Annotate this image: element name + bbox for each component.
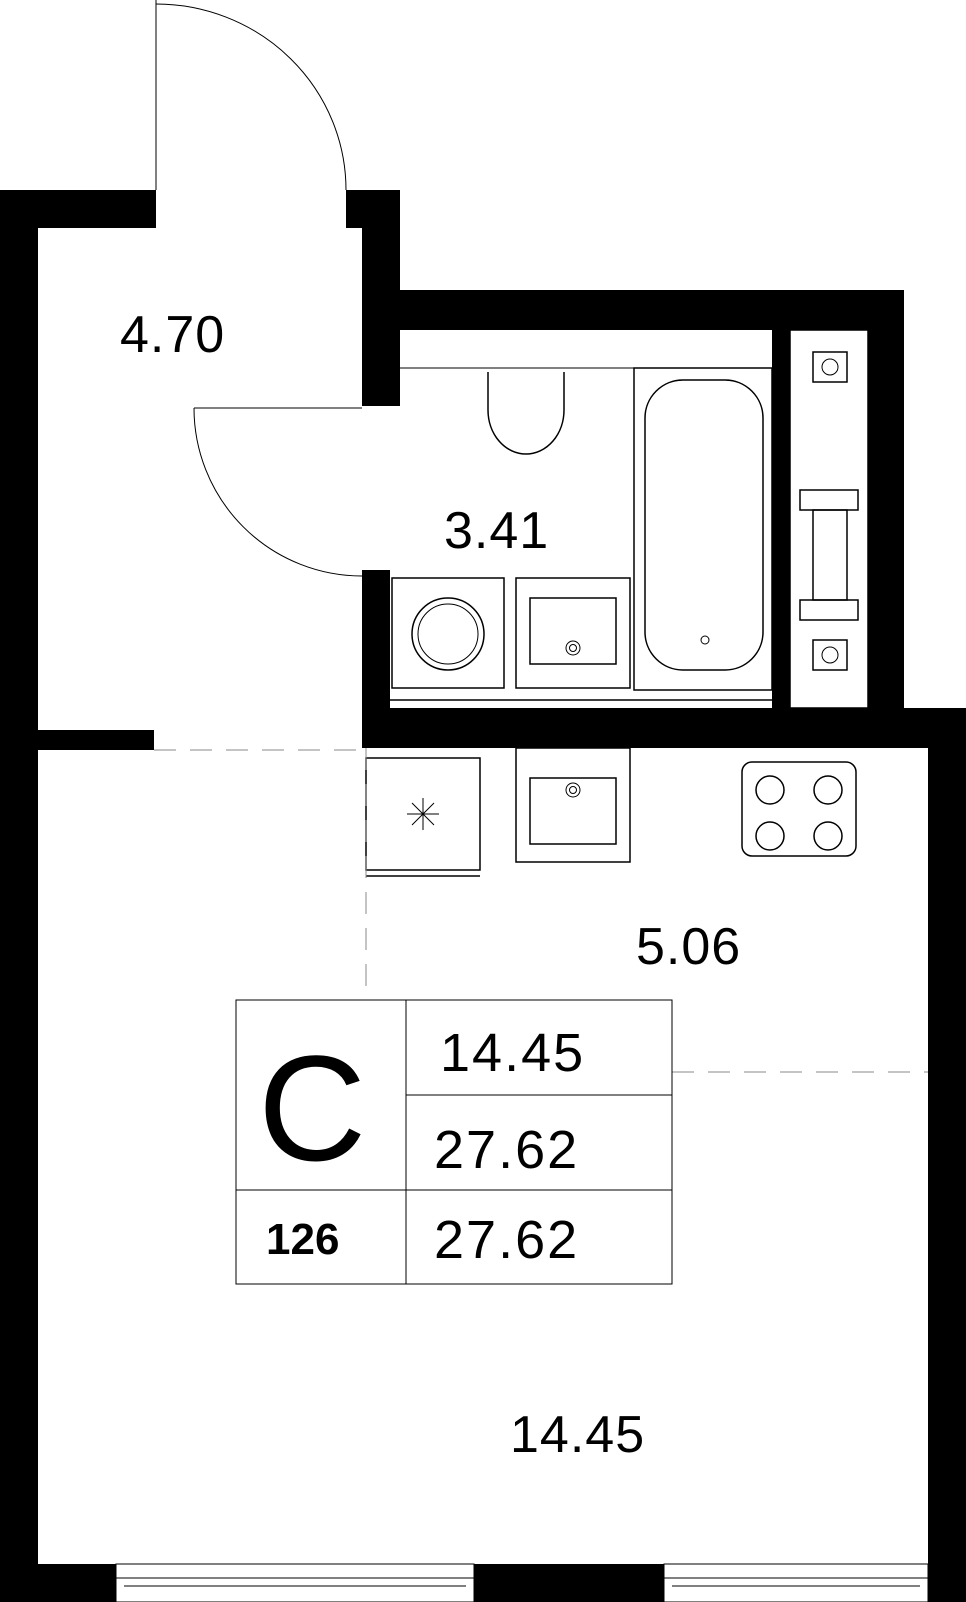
apartment-area-with-balcony: 27.62 [434,1210,579,1270]
apartment-info-block: С 14.45 27.62 126 27.62 [235,999,673,1285]
entrance-door [155,0,347,191]
kitchen-fixtures [365,747,857,877]
bathroom-area-label: 3.41 [444,502,549,560]
washing-machine-icon [391,577,505,689]
zone-dividers [154,748,928,1073]
wall-bath-bottom [362,708,966,748]
bathroom-fixtures [390,367,773,701]
bathroom-door [193,407,363,577]
wall-shaft-separator [772,330,790,708]
wall-hall-top-left [0,190,156,228]
wall-right-upper [868,290,904,724]
hall-area-label: 4.70 [120,306,225,364]
walls [0,190,966,1602]
bathroom-sink-icon [515,577,631,689]
wall-bottom-middle [474,1564,664,1602]
wall-hall-stub [0,730,154,750]
wall-left [0,190,38,1602]
window-left [115,1563,475,1602]
wall-bottom-left [0,1564,116,1602]
apartment-total-area: 27.62 [434,1120,579,1180]
utility-shaft [789,329,869,709]
apartment-living-area: 14.45 [440,1023,585,1083]
kitchen-sink-icon [515,747,631,863]
wall-bath-top [362,290,904,330]
apartment-number: 126 [266,1215,339,1264]
wall-right-lower [928,708,966,1602]
fridge-icon [365,757,481,877]
bathtub-icon [633,367,773,691]
kitchen-area-label: 5.06 [636,918,741,976]
window-right [663,1563,929,1602]
toilet-icon [487,372,565,455]
apartment-type-letter: С [258,1024,366,1192]
hob-icon [741,761,857,857]
living-area-label: 14.45 [510,1406,645,1464]
